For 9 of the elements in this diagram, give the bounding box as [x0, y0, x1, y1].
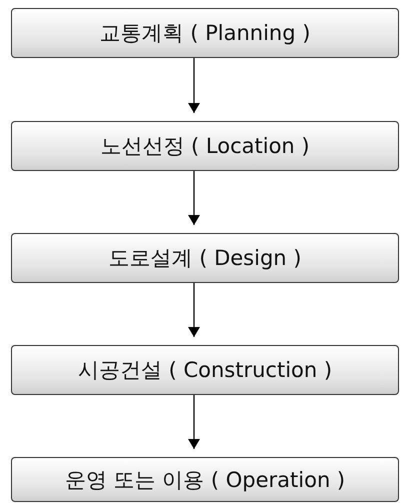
process-box: 도로설계 ( Design ) — [11, 233, 399, 283]
process-box: 시공건설 ( Construction ) — [11, 345, 399, 395]
arrow — [188, 283, 200, 337]
arrow — [188, 58, 200, 113]
arrow — [188, 395, 200, 449]
process-box: 노선선정 ( Location ) — [11, 121, 399, 171]
arrow — [188, 171, 200, 225]
process-box: 교통계획 ( Planning ) — [11, 8, 399, 58]
process-box: 운영 또는 이용 ( Operation ) — [11, 457, 399, 502]
